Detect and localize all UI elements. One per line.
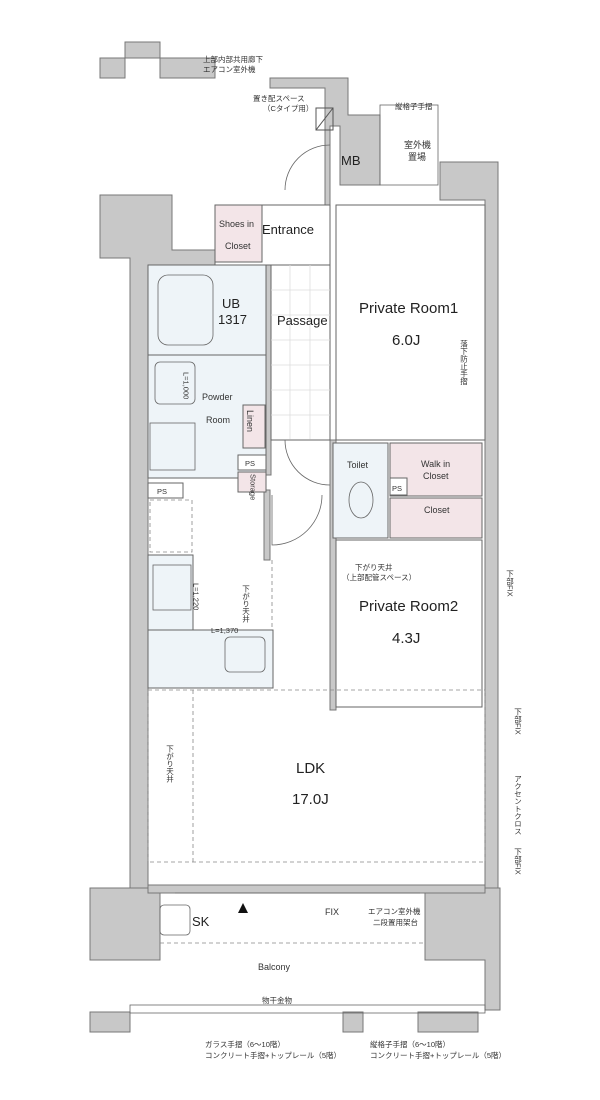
svg-text:下部FIX: 下部FIX [513, 708, 522, 735]
svg-text:下部FIX: 下部FIX [513, 848, 522, 875]
door-swing [271, 494, 323, 546]
bathtub [157, 274, 214, 346]
linen-closet [242, 404, 266, 449]
svg-text:室外機: 室外機 [404, 139, 431, 150]
svg-text:PS: PS [245, 459, 255, 468]
kitchen-sink [224, 636, 266, 673]
svg-text:Powder: Powder [202, 392, 233, 402]
svg-text:Closet: Closet [225, 241, 251, 251]
svg-text:Walk in: Walk in [421, 459, 450, 469]
storage [237, 471, 267, 493]
kitchen-island [147, 629, 274, 689]
toilet-room [332, 442, 389, 539]
svg-text:（Cタイプ用）: （Cタイプ用） [263, 104, 313, 113]
svg-text:Closet: Closet [423, 471, 449, 481]
slop-sink [159, 904, 191, 936]
svg-text:UB: UB [222, 296, 240, 311]
private-room1 [335, 204, 486, 441]
svg-text:4.3J: 4.3J [392, 630, 420, 647]
ps-box [237, 454, 267, 471]
passage [270, 264, 331, 441]
svg-text:下がり天井: 下がり天井 [241, 585, 250, 624]
balcony-railing [129, 1004, 486, 1014]
private-room2 [335, 539, 483, 708]
svg-text:下部FIX: 下部FIX [505, 570, 514, 597]
svg-text:物干金物: 物干金物 [262, 995, 292, 1005]
svg-text:置き配スペース: 置き配スペース [253, 94, 305, 103]
toilet [348, 481, 374, 519]
ldk [147, 689, 486, 863]
svg-text:縦格子手摺（6〜10階）: 縦格子手摺（6〜10階） [370, 1039, 450, 1049]
svg-text:1317: 1317 [218, 312, 247, 327]
svg-text:Closet: Closet [424, 505, 450, 515]
labels: 上部内部共用廊下 エアコン室外機 置き配スペース （Cタイプ用） 縦格子手摺 M… [157, 54, 523, 1060]
ps-box [389, 477, 408, 496]
svg-text:PS: PS [157, 487, 167, 496]
svg-text:Passage: Passage [277, 313, 328, 328]
svg-text:L=1,370: L=1,370 [211, 626, 238, 635]
svg-text:下がり天井: 下がり天井 [355, 562, 393, 572]
svg-text:（上部配管スペース）: （上部配管スペース） [342, 572, 416, 582]
walls [89, 41, 501, 1033]
svg-text:コンクリート手摺+トップレール（5階）: コンクリート手摺+トップレール（5階） [205, 1050, 341, 1060]
svg-text:Room: Room [206, 415, 230, 425]
svg-text:アクセントクロス: アクセントクロス [514, 775, 523, 836]
svg-text:エアコン室外機: エアコン室外機 [368, 906, 421, 916]
stove [152, 564, 192, 611]
svg-text:コンクリート手摺+トップレール（5階）: コンクリート手摺+トップレール（5階） [370, 1050, 506, 1060]
delivery-box [315, 107, 334, 131]
unit-bath [147, 264, 267, 356]
shoes-in-closet [214, 204, 263, 263]
svg-text:エアコン室外機: エアコン室外機 [203, 64, 256, 74]
svg-text:Storage: Storage [249, 474, 258, 500]
entrance-door-swing [284, 144, 331, 191]
outdoor-unit-space [379, 104, 439, 186]
door-swing [284, 439, 331, 486]
svg-text:PS: PS [392, 484, 402, 493]
fridge-space [149, 499, 193, 553]
svg-text:Private Room2: Private Room2 [359, 598, 458, 615]
svg-text:LDK: LDK [296, 760, 325, 777]
svg-text:Toilet: Toilet [347, 460, 369, 470]
svg-text:Entrance: Entrance [262, 222, 314, 237]
svg-text:L=1,220: L=1,220 [192, 583, 201, 610]
svg-text:落下防止手摺: 落下防止手摺 [459, 339, 468, 387]
svg-text:Shoes in: Shoes in [219, 219, 254, 229]
washbasin [154, 361, 196, 405]
svg-text:ガラス手摺（6〜10階）: ガラス手摺（6〜10階） [205, 1039, 285, 1049]
svg-text:Balcony: Balcony [258, 962, 291, 972]
svg-text:上部内部共用廊下: 上部内部共用廊下 [203, 54, 263, 64]
entry-arrow-icon [238, 903, 248, 913]
svg-text:FIX: FIX [325, 907, 339, 917]
svg-text:Private Room1: Private Room1 [359, 300, 458, 317]
washing-machine [149, 422, 196, 471]
svg-text:二段置用架台: 二段置用架台 [373, 917, 418, 927]
svg-text:縦格子手摺: 縦格子手摺 [395, 101, 433, 111]
svg-text:MB: MB [341, 153, 361, 168]
svg-text:Linen: Linen [245, 410, 255, 432]
svg-text:下がり天井: 下がり天井 [165, 745, 174, 784]
svg-text:17.0J: 17.0J [292, 791, 329, 808]
ps-box [147, 482, 184, 499]
svg-text:6.0J: 6.0J [392, 332, 420, 349]
svg-text:SK: SK [192, 914, 210, 929]
svg-text:L=1,000: L=1,000 [182, 372, 191, 399]
svg-text:置場: 置場 [408, 151, 426, 162]
closet [389, 497, 483, 539]
